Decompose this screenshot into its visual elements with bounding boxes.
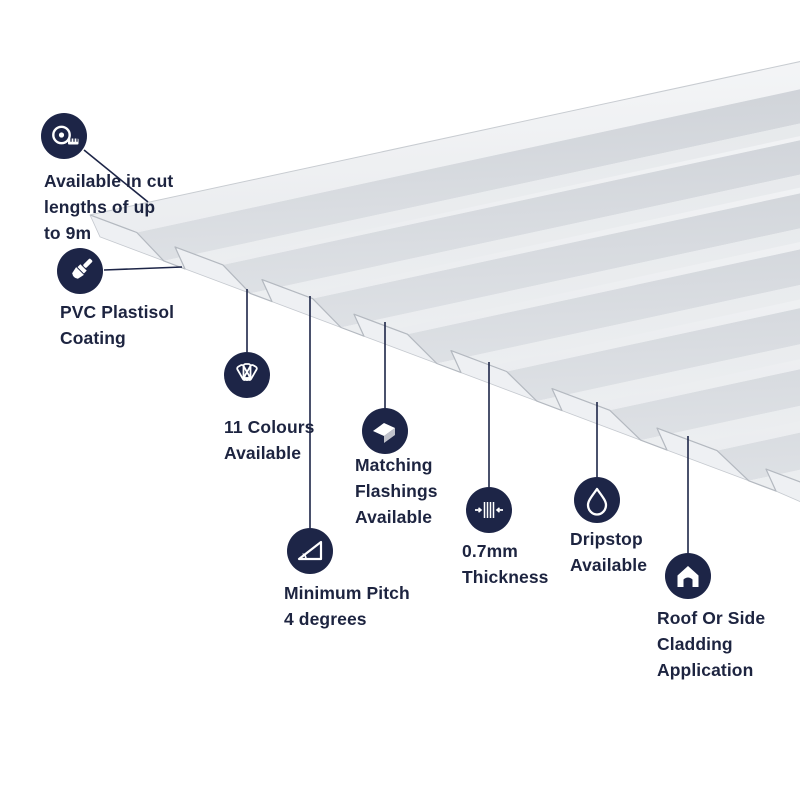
sheet-top-edge [89,61,800,216]
pitch-angle-icon [287,528,333,574]
flashing-icon [362,408,408,454]
callout-lines [83,149,689,553]
tape-measure-icon [41,113,87,159]
house-icon [665,553,711,599]
feature-label: Available in cut lengths of up to 9m [44,171,174,243]
feature-label: Dripstop Available [570,529,648,575]
thickness-icon [466,487,512,533]
feature-label: Matching Flashings Available [355,455,438,527]
feature-label: 0.7mm Thickness [462,541,549,587]
feature-label: Minimum Pitch 4 degrees [284,583,410,629]
sheet-edge-outline [89,214,800,492]
feature-label: PVC Plastisol Coating [60,302,175,348]
feature-label: Roof Or Side Cladding Application [657,608,766,680]
colour-fan-icon [224,352,270,398]
sheet-ribs [90,61,800,492]
callout-line-cut-lengths [83,149,149,203]
droplet-icon [574,477,620,523]
callout-line-coating [103,266,183,271]
feature-label: 11 Colours Available [224,417,315,463]
paintbrush-icon [57,248,103,294]
